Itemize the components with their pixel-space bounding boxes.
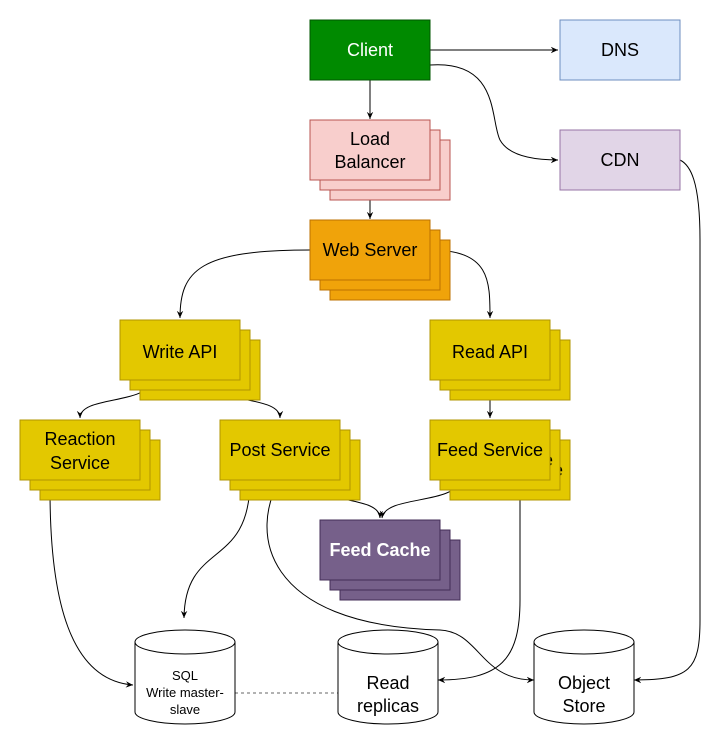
edge-post-sql	[180, 479, 251, 619]
reaction-service-label-line2: Service	[50, 453, 110, 473]
read-replicas-label-line1: Read	[366, 673, 409, 693]
feed-service-box	[429, 419, 551, 481]
load-balancer-label-line2: Balancer	[334, 152, 405, 172]
node-client: Client	[309, 19, 431, 81]
edge-cdn-objectstore	[633, 159, 701, 684]
node-object-store: Object Store	[533, 629, 635, 725]
web-server-box	[309, 219, 431, 281]
edge-feedservice-readreplicas	[437, 480, 521, 684]
node-read-replicas: Read replicas	[337, 629, 439, 725]
client-label: Client	[347, 40, 393, 60]
feed-cache-label: Feed Cache	[329, 540, 430, 560]
node-post-service: Post Service Post Service Post Service	[219, 419, 361, 501]
object-store-cylinder-body	[533, 642, 635, 725]
sql-cylinder-top	[134, 629, 236, 655]
post-service-box	[219, 419, 341, 481]
write-api-box	[119, 319, 241, 381]
node-web-server: Web Server	[309, 219, 451, 301]
node-feed-service: Feed Service Feed Service Feed Service	[429, 419, 571, 501]
read-api-label: Read API	[452, 342, 528, 362]
feed-service-label: Feed Service	[437, 440, 543, 460]
node-reaction-service: Reaction Service	[19, 419, 161, 501]
read-replicas-label-line2: replicas	[357, 696, 419, 716]
write-api-label: Write API	[143, 342, 218, 362]
node-cdn: CDN	[559, 129, 681, 191]
sql-label-line3: slave	[170, 702, 200, 717]
node-feed-cache: Feed Cache Feed Cache Feed Cache	[319, 519, 461, 601]
reaction-service-box	[19, 419, 141, 481]
node-write-api: Write API	[119, 319, 261, 401]
read-replicas-cylinder-body	[337, 642, 439, 725]
sql-label-line1: SQL	[172, 668, 198, 683]
object-store-label-line2: Store	[562, 696, 605, 716]
load-balancer-box	[309, 119, 431, 181]
edge-webserver-writeapi	[176, 249, 311, 319]
edge-reaction-sql	[49, 489, 134, 688]
edge-client-cdn	[429, 64, 559, 164]
sql-label-line2: Write master-	[146, 685, 224, 700]
node-load-balancer: Load Balancer	[309, 119, 451, 201]
load-balancer-label-line1: Load	[350, 129, 390, 149]
node-sql: SQL Write master- slave	[134, 629, 236, 725]
read-replicas-cylinder-top	[337, 629, 439, 655]
edge-post-objectstore	[266, 479, 535, 684]
client-box	[309, 19, 431, 81]
cdn-box	[559, 129, 681, 191]
object-store-label-line1: Object	[558, 673, 610, 693]
dns-box	[559, 19, 681, 81]
dns-label: DNS	[601, 40, 639, 60]
node-dns: DNS	[559, 19, 681, 81]
reaction-service-label-line1: Reaction	[44, 429, 115, 449]
read-api-box	[429, 319, 551, 381]
sql-cylinder-body	[134, 642, 236, 725]
node-read-api: Read API	[429, 319, 571, 401]
feed-cache-box	[319, 519, 441, 581]
object-store-cylinder-top	[533, 629, 635, 655]
post-service-label: Post Service	[229, 440, 330, 460]
cdn-label: CDN	[601, 150, 640, 170]
web-server-label: Web Server	[323, 240, 418, 260]
